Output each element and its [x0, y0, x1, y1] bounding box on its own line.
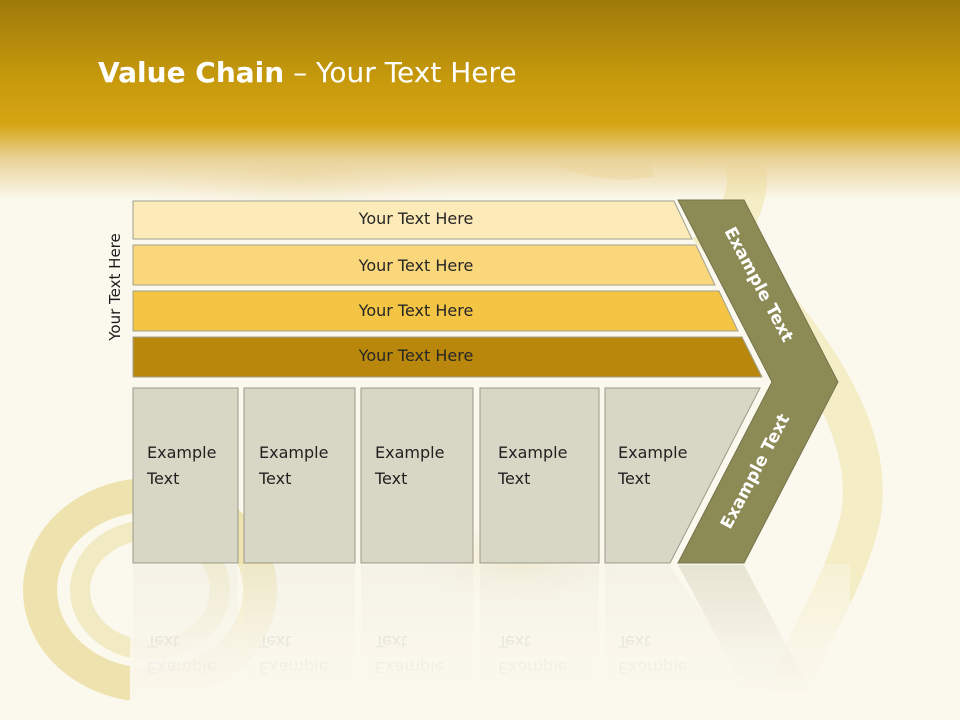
bar-1[interactable]	[132, 200, 693, 240]
title-bold: Value Chain	[98, 56, 285, 89]
box-5-line2: Text	[618, 469, 651, 488]
bar-3-label: Your Text Here	[358, 301, 474, 320]
chevron-shape[interactable]	[677, 199, 839, 564]
box-5[interactable]	[604, 387, 761, 564]
slide-title: Value Chain – Your Text Here	[98, 56, 517, 96]
bar-3[interactable]	[132, 290, 739, 332]
box-2-line2: Text	[259, 469, 292, 488]
title-rest: – Your Text Here	[284, 56, 517, 89]
box-2-label: Example Text	[259, 440, 328, 492]
box-1[interactable]	[132, 387, 239, 564]
box-4[interactable]	[479, 387, 600, 564]
box-3-line2: Text	[375, 469, 408, 488]
box-4-line2: Text	[498, 469, 531, 488]
reflection-fade	[130, 564, 850, 704]
bar-2-label: Your Text Here	[358, 256, 474, 275]
box-5-label: Example Text	[618, 440, 687, 492]
box-1-line1: Example	[147, 443, 217, 462]
box-3-line1: Example	[375, 443, 445, 462]
bar-4-label: Your Text Here	[358, 346, 474, 365]
box-1-line2: Text	[147, 469, 180, 488]
box-4-line1: Example	[498, 443, 568, 462]
box-2[interactable]	[243, 387, 356, 564]
box-3[interactable]	[360, 387, 474, 564]
box-2-line1: Example	[259, 443, 329, 462]
box-4-label: Example Text	[498, 440, 567, 492]
box-1-label: Example Text	[147, 440, 216, 492]
header-band	[0, 0, 960, 200]
bar-1-label: Your Text Here	[358, 209, 474, 228]
box-3-label: Example Text	[375, 440, 444, 492]
bar-2[interactable]	[132, 244, 716, 286]
box-5-line1: Example	[618, 443, 688, 462]
bar-4[interactable]	[132, 336, 763, 378]
